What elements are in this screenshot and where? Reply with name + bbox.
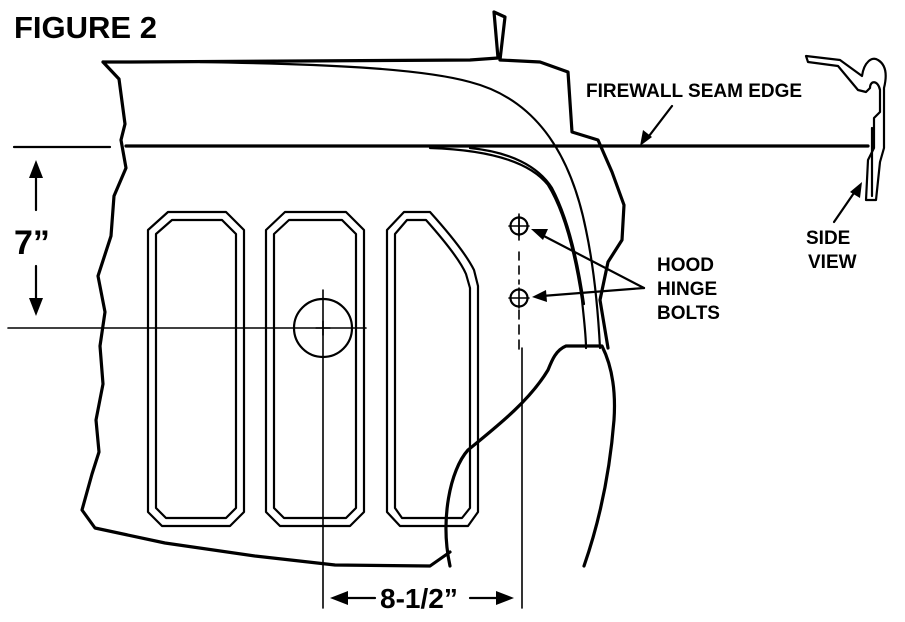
fender-curve-inner-2 — [468, 146, 586, 306]
seam-arrowhead — [640, 130, 652, 146]
side-view-label-line1: SIDE — [806, 228, 850, 249]
dim-vertical-arrow-up — [29, 160, 43, 178]
hood-label-line3: BOLTS — [657, 303, 720, 324]
firewall-panel-outline — [80, 10, 626, 568]
side-view-profile — [804, 54, 887, 202]
vent-slot-middle — [264, 210, 366, 528]
hinge-arrowhead-upper — [531, 229, 548, 240]
seam-leader-line — [644, 104, 674, 142]
hood-label-line2: HINGE — [657, 279, 717, 300]
hood-hinge-bolt-upper — [508, 215, 530, 237]
vent-slot-right — [385, 210, 480, 528]
hood-hinge-bolt-lower — [508, 287, 530, 309]
dim-horizontal-arrow-right — [496, 591, 514, 605]
hinge-leader-lower — [540, 286, 646, 298]
dim-vertical-arrow-down — [29, 298, 43, 316]
hinge-leader-upper — [538, 232, 646, 290]
fender-curve-outer — [198, 60, 602, 350]
side-view-label-line2: VIEW — [808, 252, 857, 273]
figure-title: FIGURE 2 — [14, 10, 157, 45]
dimension-8-half-inch: 8-1/2” — [380, 583, 458, 614]
drill-target-circle — [292, 297, 354, 359]
vent-slot-left — [146, 210, 246, 528]
hinge-arrowhead-lower — [532, 290, 547, 302]
dim-horizontal-arrow-left — [330, 591, 348, 605]
side-view-leader — [832, 188, 858, 224]
firewall-seam-label: FIREWALL SEAM EDGE — [586, 81, 802, 102]
dimension-7-inch: 7” — [14, 224, 50, 262]
side-view-arrowhead — [850, 182, 862, 198]
fender-panel — [444, 344, 617, 568]
fender-curve-inner — [428, 146, 588, 350]
hood-label-line1: HOOD — [657, 255, 714, 276]
